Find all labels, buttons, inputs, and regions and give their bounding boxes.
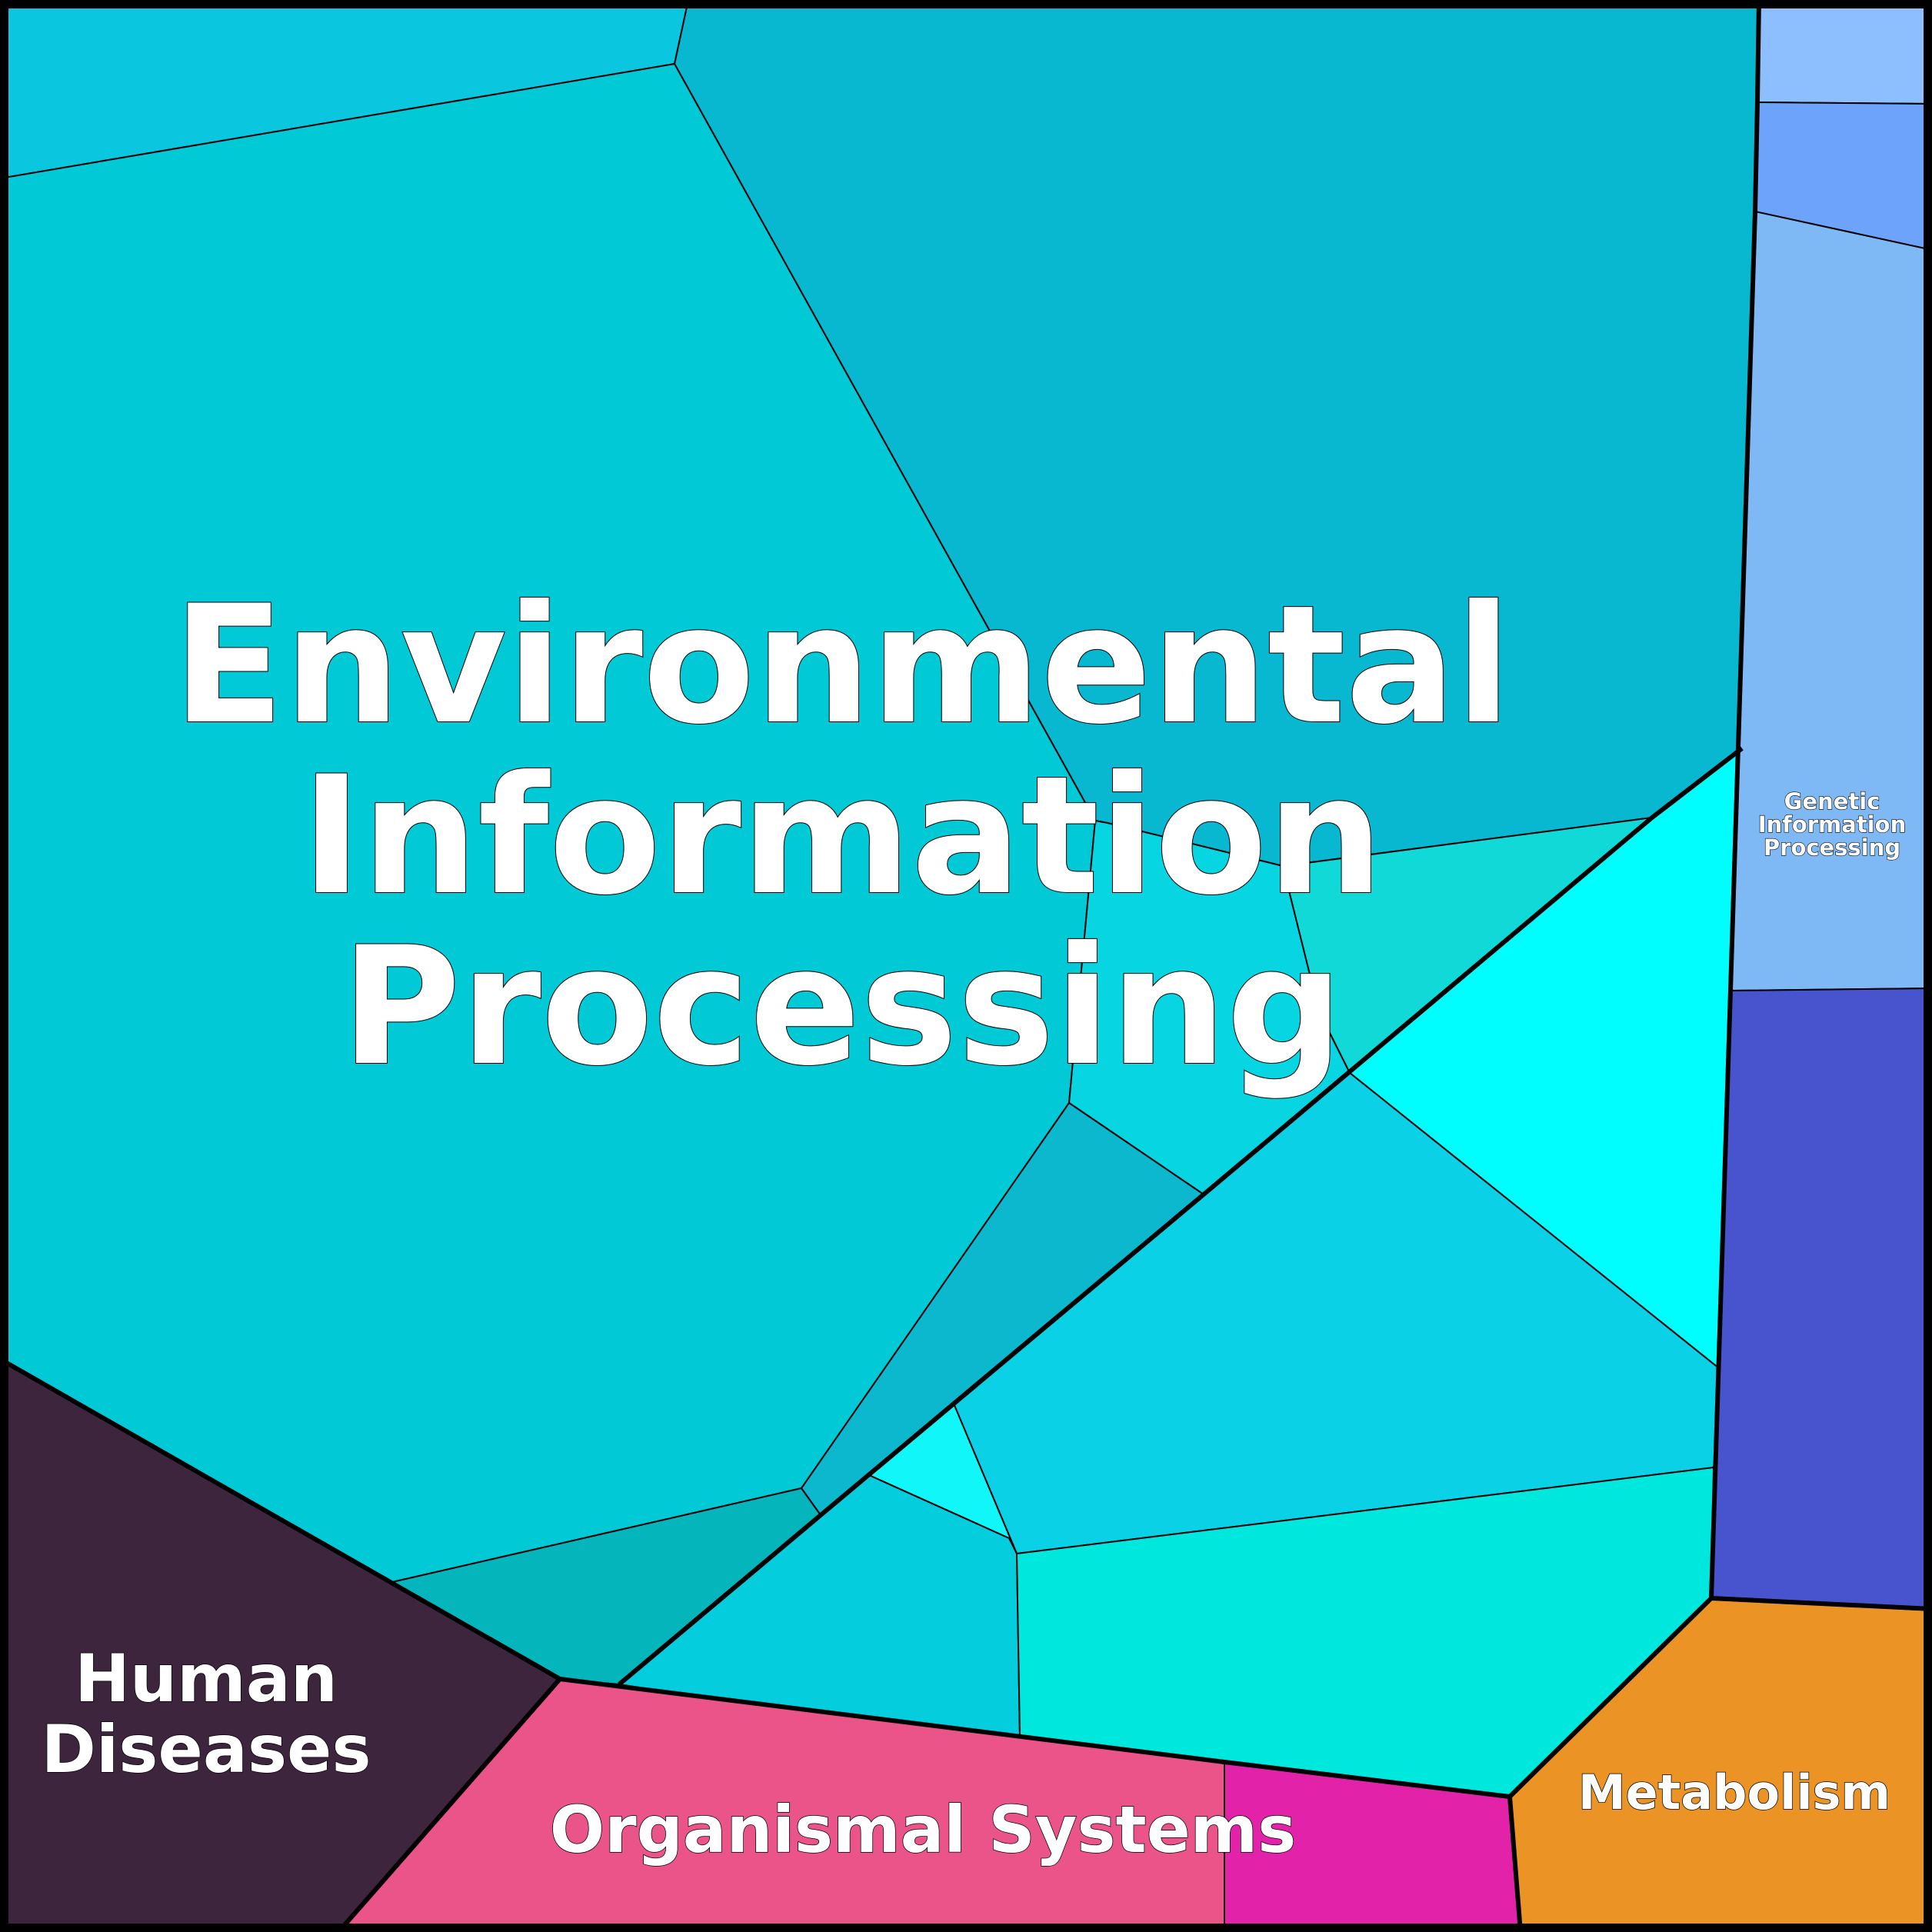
label-human-diseases-line: Human — [75, 1641, 338, 1717]
border-env-metabolism — [1507, 1596, 1714, 1799]
label-metabolism: Metabolism — [1578, 1764, 1890, 1820]
border-organismal-metabolism — [1507, 1796, 1523, 1932]
cell-gen-main — [1730, 211, 1932, 991]
border-env-human — [0, 1357, 561, 1681]
cell-gen-indigo — [1710, 988, 1932, 1610]
border-env-genetic — [1709, 0, 1761, 1599]
cell-gen-top — [1757, 0, 1932, 105]
border-human-organismal — [336, 1677, 562, 1932]
label-genetic-information-processing-line: Processing — [1764, 834, 1900, 861]
label-metabolism-line: Metabolism — [1578, 1764, 1890, 1820]
border-env-organismal — [559, 1677, 1511, 1799]
label-environmental-information-processing-line: Information — [301, 741, 1384, 931]
label-organismal-systems: Organismal Systems — [550, 1792, 1296, 1867]
label-human-diseases-line: Diseases — [41, 1711, 371, 1788]
label-environmental-information-processing-line: Processing — [341, 911, 1344, 1101]
border-env-diagonal — [618, 746, 1744, 1687]
label-genetic-information-processing-line: Information — [1758, 811, 1906, 838]
label-organismal-systems-line: Organismal Systems — [550, 1792, 1296, 1867]
border-genetic-metabolism — [1710, 1596, 1932, 1611]
label-genetic-information-processing-line: Genetic — [1784, 788, 1880, 814]
label-environmental-information-processing-line: Environmental — [173, 570, 1511, 760]
